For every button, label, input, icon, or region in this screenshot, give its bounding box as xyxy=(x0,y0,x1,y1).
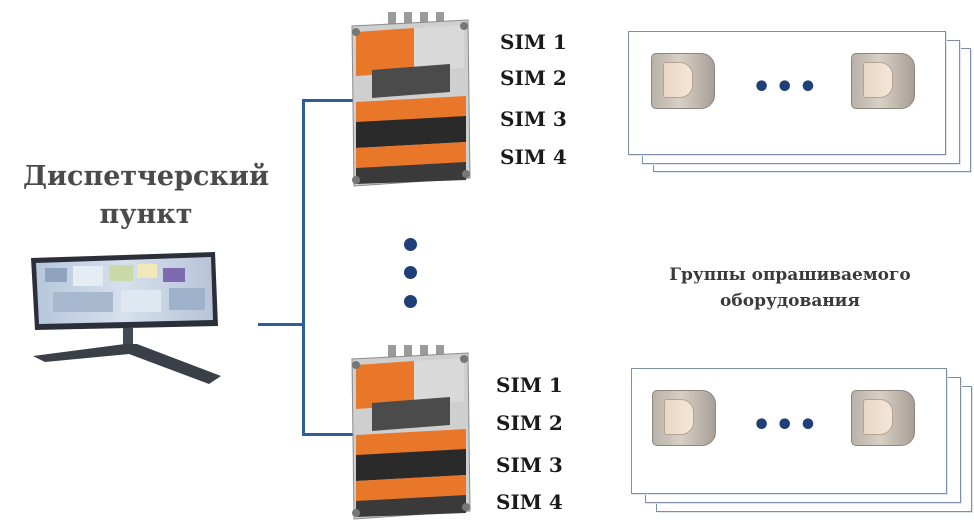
more-gateways-dot xyxy=(404,266,417,279)
router-device-icon xyxy=(351,345,471,520)
dispatch-title: Диспетчерский пункт xyxy=(0,158,296,234)
sim-label-top-3: SIM 3 xyxy=(500,107,567,131)
more-meters-ellipsis: ••• xyxy=(752,70,822,105)
sim-label-bottom-4: SIM 4 xyxy=(496,490,563,514)
equipment-group-label-line1: Группы опрашиваемого xyxy=(669,265,911,285)
electric-meter-icon xyxy=(652,390,716,446)
dispatch-title-line1: Диспетчерский xyxy=(23,161,269,192)
more-gateways-dot xyxy=(404,295,417,308)
electric-meter-icon xyxy=(851,390,915,446)
more-meters-ellipsis: ••• xyxy=(752,408,822,443)
sim-label-top-1: SIM 1 xyxy=(500,30,567,54)
sim-label-top-2: SIM 2 xyxy=(500,66,567,90)
dispatch-title-line2: пункт xyxy=(99,199,193,230)
sim-label-top-4: SIM 4 xyxy=(500,145,567,169)
connector-vertical-bus xyxy=(302,99,305,435)
equipment-group-label-line2: оборудования xyxy=(720,291,860,311)
equipment-group-label: Группы опрашиваемого оборудования xyxy=(640,262,940,314)
electric-meter-icon xyxy=(851,53,915,109)
sim-label-bottom-1: SIM 1 xyxy=(496,373,563,397)
sim-label-bottom-2: SIM 2 xyxy=(496,411,563,435)
connector-to-bottom-gateway xyxy=(302,433,356,436)
electric-meter-icon xyxy=(651,53,715,109)
router-device-icon xyxy=(351,12,471,187)
connector-from-workstation xyxy=(258,323,304,326)
connector-to-top-gateway xyxy=(302,99,356,102)
sim-label-bottom-3: SIM 3 xyxy=(496,453,563,477)
monitor-icon xyxy=(31,252,221,384)
more-gateways-dot xyxy=(404,238,417,251)
